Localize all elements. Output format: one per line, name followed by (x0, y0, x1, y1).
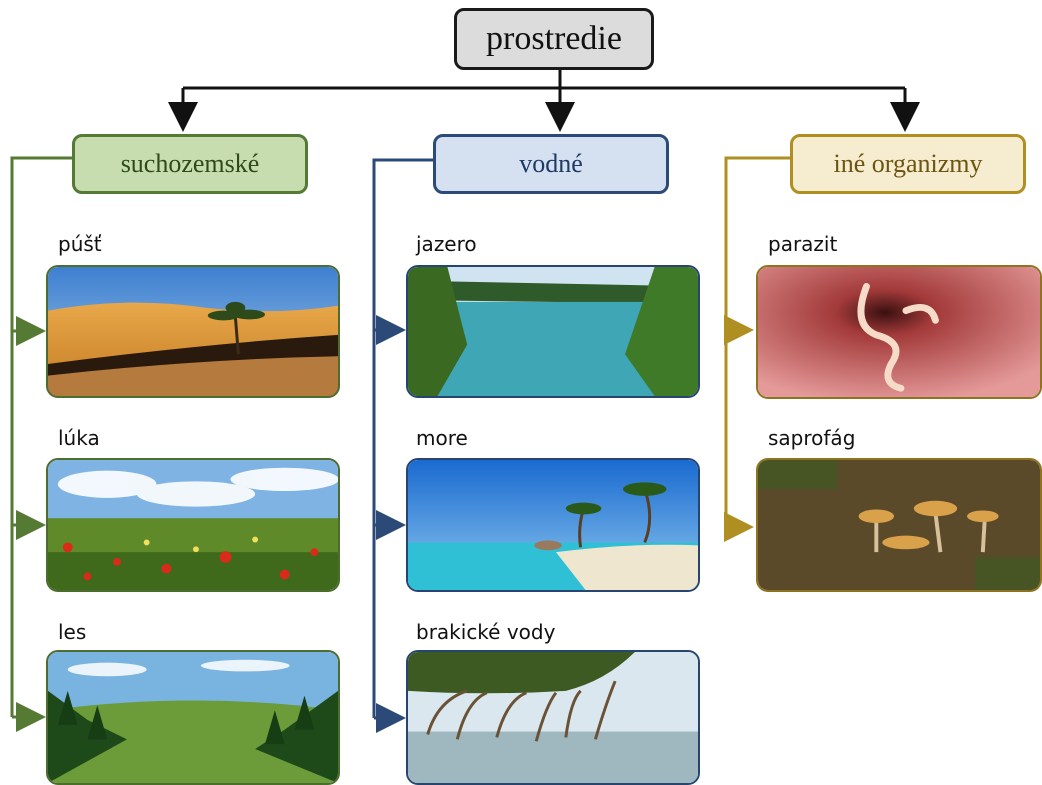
brackish-water-image (406, 650, 700, 785)
category-aquatic: vodné (433, 134, 669, 194)
sea-image (406, 458, 700, 592)
category-terrestrial: suchozemské (72, 134, 308, 194)
label-meadow: lúka (58, 426, 100, 450)
label-forest: les (58, 620, 87, 644)
parasite-image (756, 265, 1042, 399)
desert-image (46, 265, 340, 398)
saprophage-image (756, 458, 1042, 592)
meadow-image (46, 458, 340, 592)
lake-image (406, 265, 700, 398)
root-node: prostredie (454, 8, 654, 70)
label-lake: jazero (416, 232, 477, 256)
label-brackish-water: brakické vody (416, 620, 556, 644)
category-other-organisms: iné organizmy (790, 134, 1026, 194)
label-parasite: parazit (768, 232, 838, 256)
label-saprophage: saprofág (768, 426, 856, 450)
label-desert: púšť (58, 232, 102, 256)
label-sea: more (416, 426, 468, 450)
forest-image (46, 650, 340, 785)
